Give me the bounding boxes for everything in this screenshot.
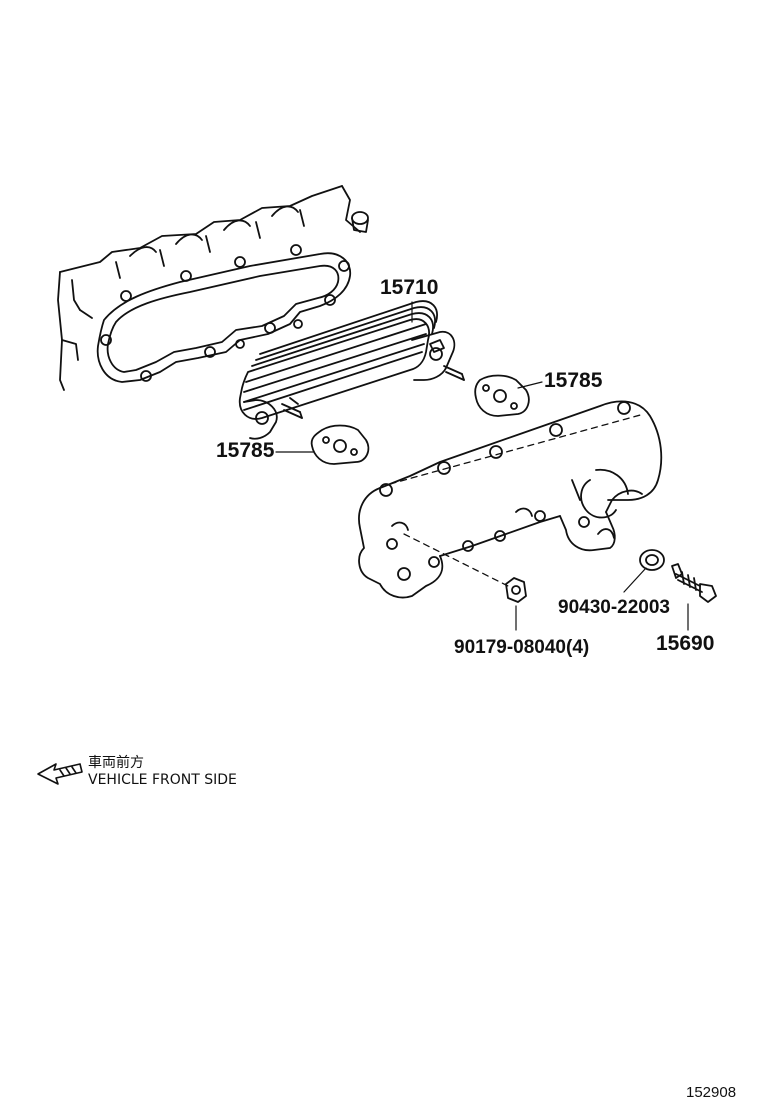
plug-15690	[671, 563, 717, 603]
legend-japanese: 車両前方	[88, 755, 144, 771]
oil-cooler-15710	[238, 300, 465, 440]
callout-gasket-washer: 90430-22003	[558, 597, 670, 618]
gasket-left-15785	[310, 424, 370, 465]
nut-90179-08040	[505, 577, 527, 603]
callout-nut: 90179-08040(4)	[454, 637, 590, 658]
callout-plug: 15690	[656, 632, 715, 655]
flange-centerline	[389, 413, 645, 485]
legend-english: VEHICLE FRONT SIDE	[88, 772, 237, 788]
callout-gasket-left: 15785	[216, 439, 275, 462]
gasket-washer-90430-22003	[639, 549, 665, 571]
leader-lines	[275, 301, 689, 631]
callout-oil-cooler: 15710	[380, 276, 439, 299]
vehicle-front-arrow-icon	[37, 763, 83, 785]
gasket-right-15785	[474, 374, 530, 417]
callout-gasket-right: 15785	[544, 369, 603, 392]
nut-centerline	[403, 533, 513, 589]
oil-cooler-cover	[358, 400, 663, 599]
illustration-number: 152908	[686, 1084, 737, 1101]
cylinder-block-outline	[57, 185, 369, 391]
